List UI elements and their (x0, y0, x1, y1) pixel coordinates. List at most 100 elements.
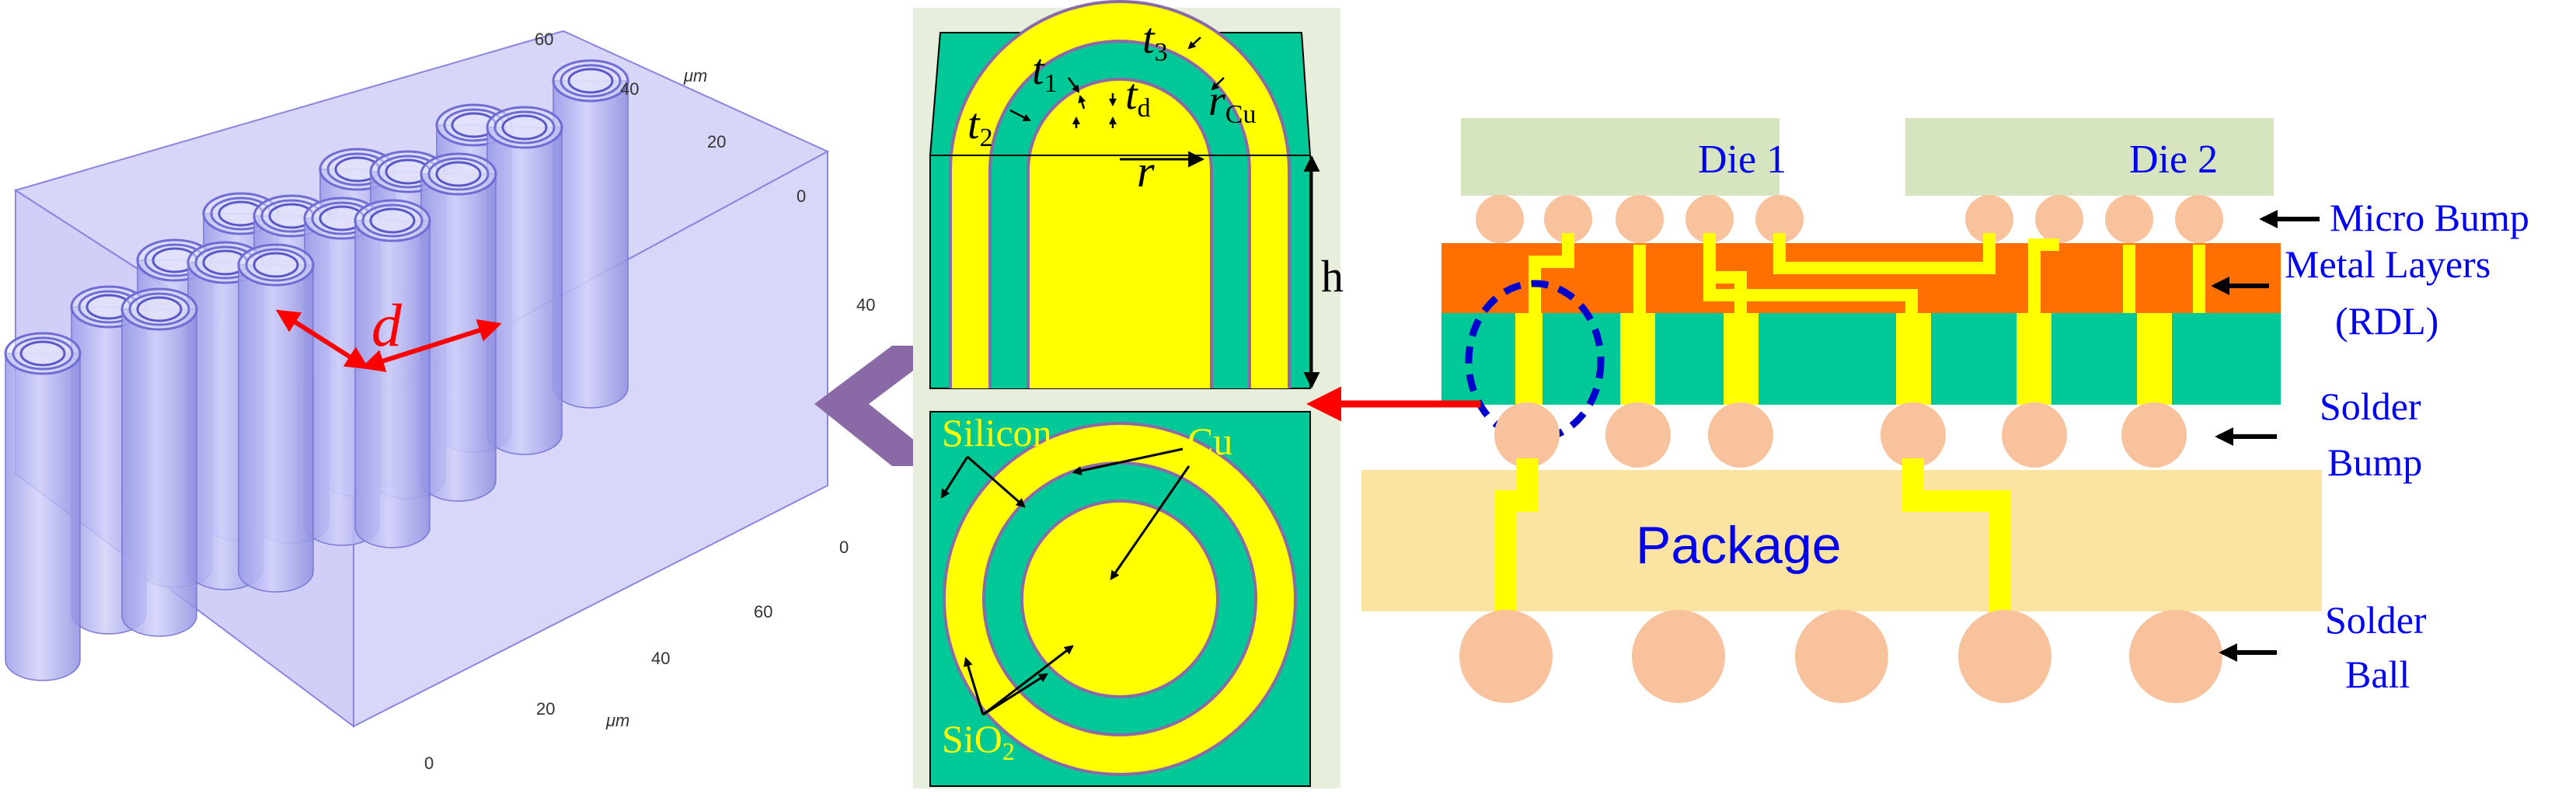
package-label: Package (1636, 516, 1842, 575)
tick-bottom-0: 0 (424, 753, 434, 773)
solder-bump (1605, 402, 1671, 468)
solder-ball (2129, 610, 2222, 703)
tsv-column (5, 353, 81, 681)
silicon-arrow-b (967, 455, 1026, 508)
pitch-label-d: d (371, 291, 403, 359)
tick-bottom-60: 60 (754, 602, 772, 621)
model-right-face (353, 150, 828, 728)
tsv-column-ring (253, 252, 299, 278)
sio2-label: SiO2 (942, 717, 1015, 765)
unit-bottom: μm (605, 711, 629, 730)
tick-top-20: 20 (707, 132, 726, 151)
t2-arrow (1009, 109, 1031, 122)
package-via (1902, 458, 2010, 621)
interposer-tsvs (1515, 313, 2172, 405)
tsv-column-ring (369, 207, 416, 234)
silicon-label: Silicon (942, 411, 1052, 454)
cu-arrow-b (1110, 465, 1190, 580)
interposer-tsv (1896, 313, 1931, 405)
solder-bump (1881, 402, 1946, 468)
tsv-column (552, 80, 629, 409)
die-2-label: Die 2 (2129, 137, 2218, 182)
package-via (1495, 458, 1538, 621)
tick-top-60: 60 (535, 30, 553, 49)
pitch-arrow-right (361, 318, 502, 373)
h-label: h (1321, 251, 1344, 301)
solder-bump (1708, 402, 1773, 468)
package-stack: Die 1 Die 2 (1306, 118, 2529, 703)
interposer-tsv (1620, 313, 1655, 405)
tick-top-0: 0 (797, 186, 806, 206)
micro-bump-label: Micro Bump (2330, 196, 2529, 239)
tsv-column (238, 264, 314, 593)
tsv-column-ring (501, 114, 548, 141)
die-2 (1905, 118, 2274, 196)
micro-bump (2175, 195, 2223, 243)
pitch-arrows: d (275, 291, 502, 373)
rdl-wiring (1529, 233, 2205, 313)
solder-balls (1459, 610, 2222, 703)
thickness-labels: t1 t2 t3 td rCu (967, 15, 1256, 152)
rdl-trace (1703, 245, 1918, 313)
t1-label: t1 (1032, 46, 1058, 98)
tick-bottom-20: 20 (536, 699, 555, 719)
tsv-column-ring (567, 68, 614, 94)
solder-bumps (1494, 402, 2187, 468)
metal-layers-label: Metal Layers (2285, 242, 2491, 286)
sio2-arrow-a (964, 656, 985, 715)
micro-bump (1544, 195, 1592, 243)
solder-bump-label-2: Bump (2327, 440, 2422, 484)
micro-bump (1755, 195, 1804, 243)
pitch-arrow-left (275, 309, 370, 370)
rcu-arrow (1211, 77, 1225, 91)
tsv-column (121, 308, 197, 637)
solder-ball (1459, 610, 1553, 703)
solder-ball-label-1: Solder (2325, 598, 2427, 642)
t2-label: t2 (967, 100, 993, 152)
tsv-3d-model: 60 40 20 0 μm 40 20 0 60 40 20 μm 0 d (4, 30, 875, 773)
tick-top-40: 40 (620, 79, 639, 99)
tsv-column (354, 220, 430, 548)
t3-label: t3 (1142, 15, 1168, 67)
rcu-label: rCu (1208, 77, 1256, 129)
solder-bump (1494, 402, 1560, 468)
micro-bump (1685, 195, 1734, 243)
rdl-trace (1529, 233, 1574, 313)
package-vias (1495, 458, 2010, 621)
interposer-tsv (2017, 313, 2051, 405)
tsv-column-ring (435, 161, 482, 187)
thickness-arrows (1009, 37, 1225, 128)
tsv-column-ring (19, 340, 66, 367)
tsv-top-view: Silicon Cu SiO2 (929, 411, 1311, 787)
solder-ball (1632, 610, 1725, 703)
solder-ball-label-2: Ball (2345, 653, 2410, 696)
rdl-label: (RDL) (2335, 299, 2438, 343)
interposer-tsv (1515, 313, 1542, 405)
micro-bumps (1476, 195, 2223, 243)
callout-arrows (2211, 210, 2320, 662)
t1-arrow-b (1078, 95, 1086, 110)
axis-ticks: 60 40 20 0 μm 40 20 0 60 40 20 μm 0 (424, 30, 875, 773)
callout-labels: Micro Bump Metal Layers (RDL) Solder Bum… (2285, 196, 2529, 696)
top-inner-copper (1023, 503, 1216, 695)
top-view-labels: Silicon Cu SiO2 (942, 411, 1232, 765)
tick-bottom-40: 40 (651, 649, 670, 668)
interposer-tsv (1724, 313, 1759, 405)
solder-bump-label-1: Solder (2320, 385, 2421, 428)
inner-copper-core (1030, 81, 1210, 388)
cu-label: Cu (1187, 419, 1232, 463)
solder-ball (1958, 610, 2051, 703)
sio2-arrow-c (982, 645, 1074, 716)
tick-right-0: 0 (839, 538, 849, 557)
unit-top: μm (683, 66, 707, 85)
micro-bump (1476, 195, 1524, 243)
cu-arrow-a (1072, 447, 1183, 475)
tsv-column (486, 127, 563, 455)
tsv-columns (4, 59, 629, 681)
interposer-tsv (2137, 313, 2172, 405)
rdl-trace (2028, 238, 2059, 313)
solder-ball (1795, 610, 1888, 703)
r-label: r (1137, 146, 1155, 197)
rdl-trace (1773, 233, 1996, 274)
die-1 (1461, 118, 1779, 196)
